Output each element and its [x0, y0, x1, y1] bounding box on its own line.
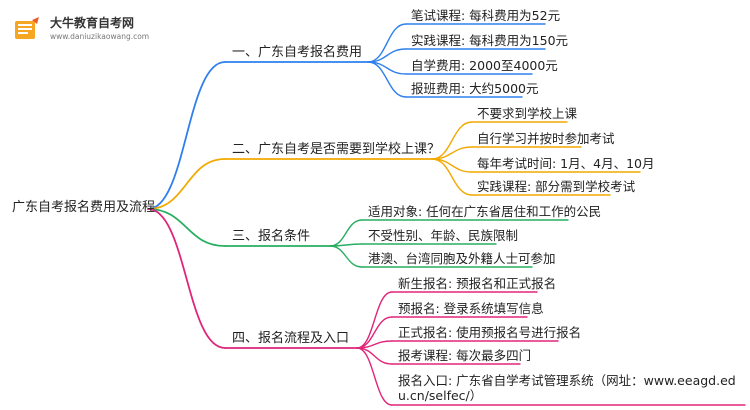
root-topic: 广东自考报名费用及流程 [12, 200, 156, 215]
leaf-exam-months: 每年考试时间: 1月、4月、10月 [477, 156, 655, 171]
leaf-self-study: 自行学习并按时参加考试 [477, 131, 615, 146]
branch-process: 四、报名流程及入口 [232, 331, 350, 346]
leaf-new-registration: 新生报名: 预报名和正式报名 [398, 276, 557, 291]
branch-attendance: 二、广东自考是否需要到学校上课？ [232, 142, 441, 157]
leaf-practical-at-school: 实践课程: 部分需到学校考试 [477, 179, 636, 194]
branch-eligibility: 三、报名条件 [232, 229, 311, 244]
branch-fees: 一、广东自考报名费用 [232, 45, 363, 60]
root-connector [147, 158, 226, 210]
leaf-connector [367, 23, 407, 63]
leaf-connector [356, 347, 393, 406]
leaf-pre-registration: 预报名: 登录系统填写信息 [398, 301, 544, 316]
leaf-hk-macao-taiwan: 港澳、台湾同胞及外籍人士可参加 [368, 251, 556, 266]
leaf-course-limit: 报考课程: 每次最多四门 [398, 348, 532, 363]
root-connector [147, 208, 226, 247]
leaf-connector [431, 121, 473, 160]
leaf-connector [356, 291, 393, 349]
leaf-no-restrictions: 不受性别、年龄、民族限制 [368, 228, 519, 243]
leaf-registration-portal: 报名入口: 广东省自学考试管理系统（网址：www.eeagd.edu.cn/se… [398, 373, 736, 403]
book-pen-icon [15, 17, 39, 39]
leaf-connector [431, 158, 473, 196]
logo-url: www.daniuzikaowang.com [50, 32, 150, 41]
root-connector [147, 208, 226, 349]
leaf-written-exam-fee: 笔试课程: 每科费用为52元 [411, 8, 561, 23]
leaf-practical-fee: 实践课程: 每科费用为150元 [411, 33, 569, 48]
site-logo: 大牛教育自考网 www.daniuzikaowang.com [10, 10, 200, 50]
leaf-self-study-fee: 自学费用: 2000至4000元 [411, 58, 558, 73]
leaf-connector [329, 245, 363, 268]
logo-title: 大牛教育自考网 [50, 16, 135, 30]
leaf-connector [329, 219, 363, 247]
leaf-no-class-required: 不要求到学校上课 [477, 106, 578, 121]
leaf-eligible-people: 适用对象: 任何在广东省居住和工作的公民 [368, 204, 602, 219]
leaf-class-fee: 报班费用: 大约5000元 [411, 81, 539, 96]
leaf-connector [367, 61, 407, 98]
leaf-formal-registration: 正式报名: 使用预报名号进行报名 [398, 325, 582, 340]
root-connector [147, 61, 226, 210]
